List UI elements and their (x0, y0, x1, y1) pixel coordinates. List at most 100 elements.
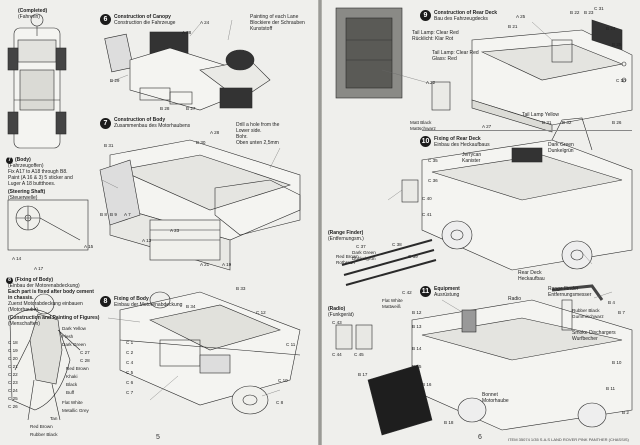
color-label: Rotbraun (336, 260, 355, 265)
color-label: Red Brown (66, 366, 89, 371)
part-label: A 23 (170, 228, 180, 233)
color-label: Gummischwarz (572, 314, 604, 319)
part-label: C 7 (126, 390, 134, 395)
step-11-note: Motorhaube (482, 398, 509, 404)
part-label: C 37 (356, 244, 366, 249)
part-label: C 40 (422, 196, 432, 201)
part-label: C 23 (8, 380, 18, 385)
part-label: B 11 (606, 386, 616, 391)
color-label: Flat White (382, 298, 403, 303)
part-label: C 20 (8, 356, 18, 361)
radio-subtitle: (Funkgerät) (328, 312, 354, 318)
step-10-note: Dunkelgrün (548, 148, 574, 154)
part-label: B 31 (542, 120, 552, 125)
step-9-note: Tail Lamp: Clear Red (432, 50, 479, 56)
step-7-note: Oben unten 2,5mm (236, 140, 279, 146)
right-page-line-art (335, 7, 633, 436)
part-label: C 28 (80, 358, 90, 363)
part-label: C 44 (332, 352, 342, 357)
color-label: Tan (50, 416, 58, 421)
section-divider (422, 130, 632, 131)
step-7-small-line: Fix A17 to A18 through B8. (8, 169, 68, 175)
part-label: C 39 (408, 254, 418, 259)
part-label: B 4 (608, 300, 615, 305)
step-8-small-line: in chassis. (8, 295, 34, 301)
step-7-note: Drill a hole from the (236, 122, 280, 128)
step-10-subtitle: Einbau des Heckaufbaus (434, 142, 490, 148)
instruction-page-left: (Completed) (Fahrerin) 7 (Body) (Fahrzeu… (0, 0, 318, 445)
part-label: C 10 (278, 378, 288, 383)
part-label: A 21 (200, 262, 210, 267)
step-7-badge: 7 (100, 118, 111, 129)
color-label: Red Brown (30, 424, 53, 429)
part-label: A 13 (142, 238, 152, 243)
part-label: B 8 (100, 212, 107, 217)
part-label: A 15 (84, 244, 94, 249)
part-label: B 15 (412, 364, 422, 369)
part-label: B 17 (358, 372, 368, 377)
step-9-note: Tail Lamp: Clear Red (412, 30, 459, 36)
radio-title: (Radio) (328, 306, 346, 312)
part-label: B 27 (186, 106, 196, 111)
part-label: B 26 (612, 120, 622, 125)
page-number: 6 (478, 434, 482, 441)
color-label: Mattweiß (382, 304, 401, 309)
step-9-subtitle: Bau des Fahrzeugdecks (434, 16, 488, 22)
step-8-small-line: Each part is fixed after body cement (8, 289, 94, 295)
step-8-small-line: (Motorhaube). (8, 307, 40, 313)
part-label: C 45 (354, 352, 364, 357)
part-label: C 6 (126, 380, 134, 385)
color-label: Flesh (62, 334, 74, 339)
part-label: B 2 (622, 410, 629, 415)
step-7-note: Bohr. (236, 134, 248, 140)
step-10-note: Rear Deck (518, 270, 542, 276)
part-label: A 19 (222, 262, 232, 267)
part-label: C 8 (276, 400, 284, 405)
part-label: B 28 (160, 106, 170, 111)
color-label: Khaki (66, 374, 78, 379)
step-6-badge: 6 (100, 14, 111, 25)
part-label: B 7 (618, 310, 625, 315)
part-label: B 18 (444, 420, 454, 425)
part-label: C 27 (80, 350, 90, 355)
part-label: B 10 (612, 360, 622, 365)
part-label: B 29 (110, 78, 120, 83)
part-label: C 43 (332, 320, 342, 325)
part-label: A 24 (200, 20, 210, 25)
color-label: Dark Green (62, 342, 86, 347)
part-label: C 11 (286, 342, 296, 347)
part-label: C 19 (8, 348, 18, 353)
color-label: Dark Green (352, 250, 376, 255)
part-label: B 23 (584, 10, 594, 15)
step-8-badge: 8 (100, 296, 111, 307)
step-10-note: Kanister (462, 158, 481, 164)
step-10-note: Heckaufbau (518, 276, 545, 282)
step-8-small-badge: 8 (6, 277, 13, 284)
part-label: C 12 (256, 310, 266, 315)
kit-footer: ITEM 35074 1/35 S.A.S LAND ROVER PINK PA… (508, 437, 629, 442)
part-label: B 12 (412, 310, 422, 315)
color-label: Rubber Black (572, 308, 600, 313)
step-11-badge: 11 (420, 286, 431, 297)
figure-section-title: (Construction and Painting of Figures) (8, 315, 100, 321)
step-11-note: Bonnet (482, 392, 498, 398)
part-label: C 42 (402, 290, 412, 295)
step-11-note: Wurfbecher (572, 336, 598, 342)
part-label: A 7 (124, 212, 131, 217)
color-label: Dunkelgrün (352, 256, 376, 261)
part-label: B 31 (104, 143, 114, 148)
color-label: Buff (66, 390, 75, 395)
part-label: A 25 (516, 14, 526, 19)
part-label: C 31 (594, 6, 604, 11)
part-label: B 30 (196, 140, 206, 145)
step-10-title: Fixing of Rear Deck (434, 136, 481, 142)
color-label: Rubber Black (30, 432, 58, 437)
step-11-note: Range Finder (548, 286, 579, 292)
step-11-title: Equipment (434, 286, 460, 292)
part-label: C 5 (126, 370, 134, 375)
step-9-badge: 9 (420, 10, 431, 21)
step-8-subtitle: Einbau der Motorenabdeckung (114, 302, 183, 308)
left-page-line-art (7, 13, 301, 421)
step-9-note: Rücklicht: Klar Rot (412, 36, 454, 42)
step-7-subtitle: Zusammenbau des Motorhaubens (114, 123, 191, 129)
